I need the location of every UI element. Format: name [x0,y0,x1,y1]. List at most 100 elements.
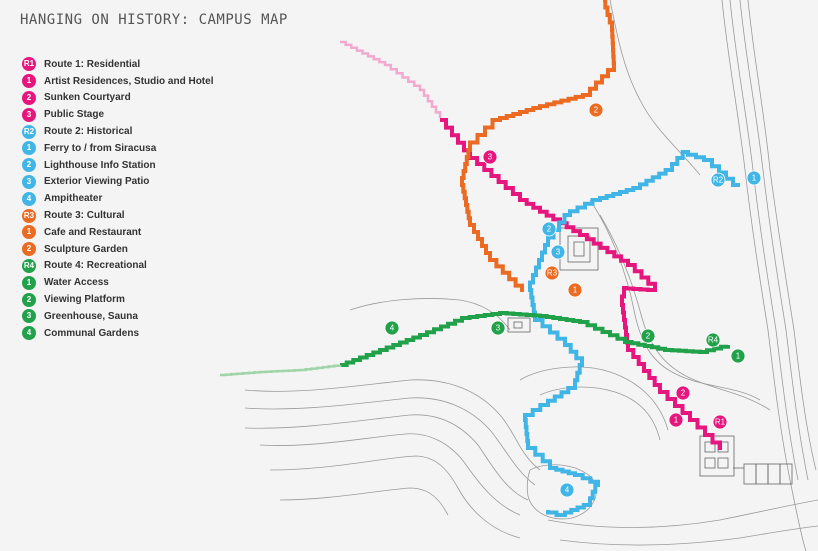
map-marker[interactable]: 3 [550,244,566,260]
map-marker-label: 1 [736,352,741,361]
map-title: HANGING ON HISTORY: CAMPUS MAP [20,12,288,28]
legend-badge: R4 [22,258,36,273]
map-marker-label: 1 [573,286,578,295]
contour-line [244,397,536,486]
contour-line [729,0,799,481]
legend-label: Communal Gardens [44,327,140,339]
legend-item: 4 Communal Gardens [22,325,252,342]
map-marker-circle [710,172,726,188]
map-marker-circle [588,102,604,118]
legend-badge: 3 [22,309,36,324]
map-marker-circle [482,149,498,165]
map-marker-label: R3 [547,269,558,278]
map-marker[interactable]: R4 [705,332,721,348]
building-block [513,321,523,329]
map-marker-circle [746,170,762,186]
map-marker[interactable]: 1 [567,282,583,298]
legend-label: Greenhouse, Sauna [44,310,138,322]
map-marker[interactable]: 2 [541,221,557,237]
map-marker[interactable]: 4 [559,482,575,498]
map-marker[interactable]: 1 [668,412,684,428]
map-marker-label: 3 [556,248,561,257]
legend-badge: 4 [22,326,36,341]
map-marker[interactable]: R1 [712,414,728,430]
legend-label: Exterior Viewing Patio [44,176,150,188]
legend-badge: 1 [22,225,36,240]
map-marker-circle [730,348,746,364]
map-marker-label: 2 [547,225,552,234]
contour-line [721,0,807,551]
legend-badge: 1 [22,74,36,89]
map-marker-circle [640,328,656,344]
route-historical [523,150,740,517]
route-residential-faded [340,40,442,118]
legend-badge: 1 [22,275,36,290]
map-marker[interactable]: 4 [384,320,400,336]
legend-label: Sculpture Garden [44,243,128,255]
map-marker[interactable]: 2 [588,102,604,118]
map-marker-circle [712,414,728,430]
building-block [573,241,585,257]
legend-item: 3 Greenhouse, Sauna [22,308,252,325]
legend-label: Route 4: Recreational [44,260,147,272]
building-block [717,457,729,469]
legend-label: Cafe and Restaurant [44,226,142,238]
map-marker-label: 2 [681,389,686,398]
map-marker[interactable]: 2 [675,385,691,401]
map-marker[interactable]: R2 [710,172,726,188]
legend-item: 1 Water Access [22,274,252,291]
map-marker[interactable]: 3 [490,320,506,336]
legend-label: Artist Residences, Studio and Hotel [44,75,214,87]
contour-line [526,464,597,520]
contour-line [547,499,818,528]
legend-label: Route 1: Residential [44,58,141,70]
legend-badge: 2 [22,158,36,173]
contour-line [539,386,661,441]
legend-label: Ferry to / from Siracusa [44,142,157,154]
contour-line [589,199,761,401]
map-marker-circle [567,282,583,298]
legend-label: Route 3: Cultural [44,210,125,222]
building-block [779,463,793,485]
contour-line [349,298,511,331]
map-marker-label: 3 [488,153,493,162]
legend-item: 3 Public Stage [22,106,252,123]
building-block [704,441,716,453]
legend-item: 1 Ferry to / from Siracusa [22,140,252,157]
building-block [755,463,769,485]
map-marker-circle [705,332,721,348]
map-marker[interactable]: 3 [482,149,498,165]
contour-line [609,0,701,176]
legend-badge: 1 [22,141,36,156]
map-marker[interactable]: 1 [730,348,746,364]
contour-line [279,487,449,516]
legend-badge: 4 [22,191,36,206]
map-marker[interactable]: R3 [544,265,560,281]
map-marker[interactable]: 1 [746,170,762,186]
legend-label: Public Stage [44,109,105,121]
map-marker-circle [550,244,566,260]
legend-badge: R2 [22,124,36,139]
building-block [699,435,735,477]
map-marker-circle [668,412,684,428]
legend-item: 1 Cafe and Restaurant [22,224,252,241]
legend-badge: 3 [22,107,36,122]
map-marker-label: 2 [594,106,599,115]
legend-item: R4 Route 4: Recreational [22,258,252,275]
map-marker[interactable]: 2 [640,328,656,344]
map-marker-label: 1 [674,416,679,425]
legend-label: Water Access [44,277,109,289]
legend-label: Route 2: Historical [44,126,133,138]
legend-item: 1 Artist Residences, Studio and Hotel [22,73,252,90]
map-marker-label: R4 [708,336,719,345]
legend-badge: 2 [22,242,36,257]
map-marker-label: R2 [713,176,724,185]
contour-line [259,433,521,516]
building-block [767,463,781,485]
